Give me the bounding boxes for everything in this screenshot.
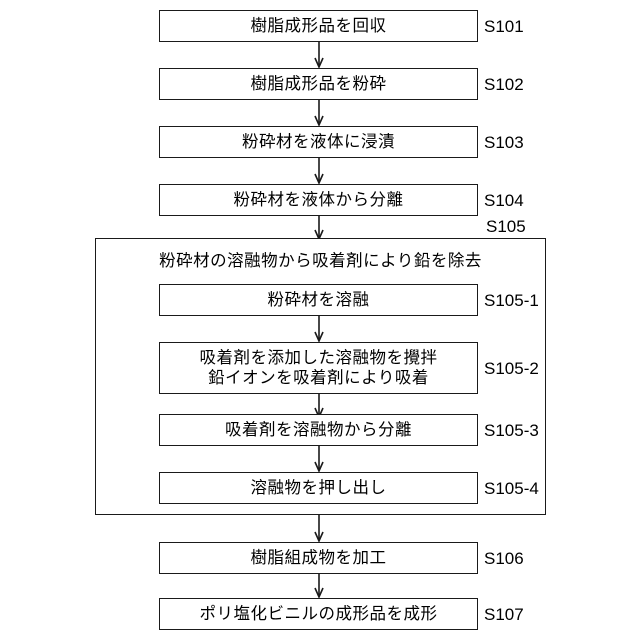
step-label-s105-4: 溶融物を押し出し	[250, 478, 387, 497]
step-code-s105-4: S105-4	[484, 479, 539, 498]
step-code-s104: S104	[484, 191, 524, 210]
step-box-s104[interactable]: 粉砕材を液体から分離	[159, 184, 478, 216]
step-box-s101[interactable]: 樹脂成形品を回収	[159, 10, 478, 42]
arrow-s104-s105	[312, 216, 326, 240]
step-label-s105-3: 吸着剤を溶融物から分離	[225, 420, 412, 439]
step-label-s105-1: 粉砕材を溶融	[267, 290, 370, 309]
step-code-s107: S107	[484, 605, 524, 624]
step-box-s103[interactable]: 粉砕材を液体に浸漬	[159, 126, 478, 158]
step-box-s107[interactable]: ポリ塩化ビニルの成形品を成形	[159, 598, 478, 630]
step-label-s102: 樹脂成形品を粉砕	[250, 74, 387, 93]
step-code-s105-2: S105-2	[484, 359, 539, 378]
step-label-s103: 粉砕材を液体に浸漬	[242, 132, 395, 151]
step-label-s106: 樹脂組成物を加工	[250, 548, 387, 567]
arrow-s105-1-s105-2	[312, 316, 326, 342]
arrow-s101-s102	[312, 42, 326, 68]
group-title-s105: 粉砕材の溶融物から吸着剤により鉛を除去	[159, 251, 482, 270]
step-code-s105-3: S105-3	[484, 421, 539, 440]
step-box-s105-3[interactable]: 吸着剤を溶融物から分離	[159, 414, 478, 446]
step-box-s106[interactable]: 樹脂組成物を加工	[159, 542, 478, 574]
step-box-s105-2[interactable]: 吸着剤を添加した溶融物を攪拌 鉛イオンを吸着剤により吸着	[159, 342, 478, 394]
step-label-s104: 粉砕材を液体から分離	[233, 190, 404, 209]
step-code-s106: S106	[484, 549, 524, 568]
step-label-s105-2: 吸着剤を添加した溶融物を攪拌 鉛イオンを吸着剤により吸着	[199, 348, 438, 387]
arrow-s103-s104	[312, 158, 326, 184]
step-code-s105: S105	[486, 217, 526, 236]
arrow-s106-s107	[312, 574, 326, 598]
step-box-s105-4[interactable]: 溶融物を押し出し	[159, 472, 478, 504]
step-code-s103: S103	[484, 133, 524, 152]
step-box-s102[interactable]: 樹脂成形品を粉砕	[159, 68, 478, 100]
step-code-s102: S102	[484, 75, 524, 94]
step-code-s101: S101	[484, 17, 524, 36]
step-code-s105-1: S105-1	[484, 291, 539, 310]
arrow-s102-s103	[312, 100, 326, 126]
step-label-s101: 樹脂成形品を回収	[250, 16, 387, 35]
step-box-s105-1[interactable]: 粉砕材を溶融	[159, 284, 478, 316]
arrow-s105-s106	[312, 515, 326, 542]
step-label-s107: ポリ塩化ビニルの成形品を成形	[199, 604, 438, 623]
arrow-s105-3-s105-4	[312, 446, 326, 472]
